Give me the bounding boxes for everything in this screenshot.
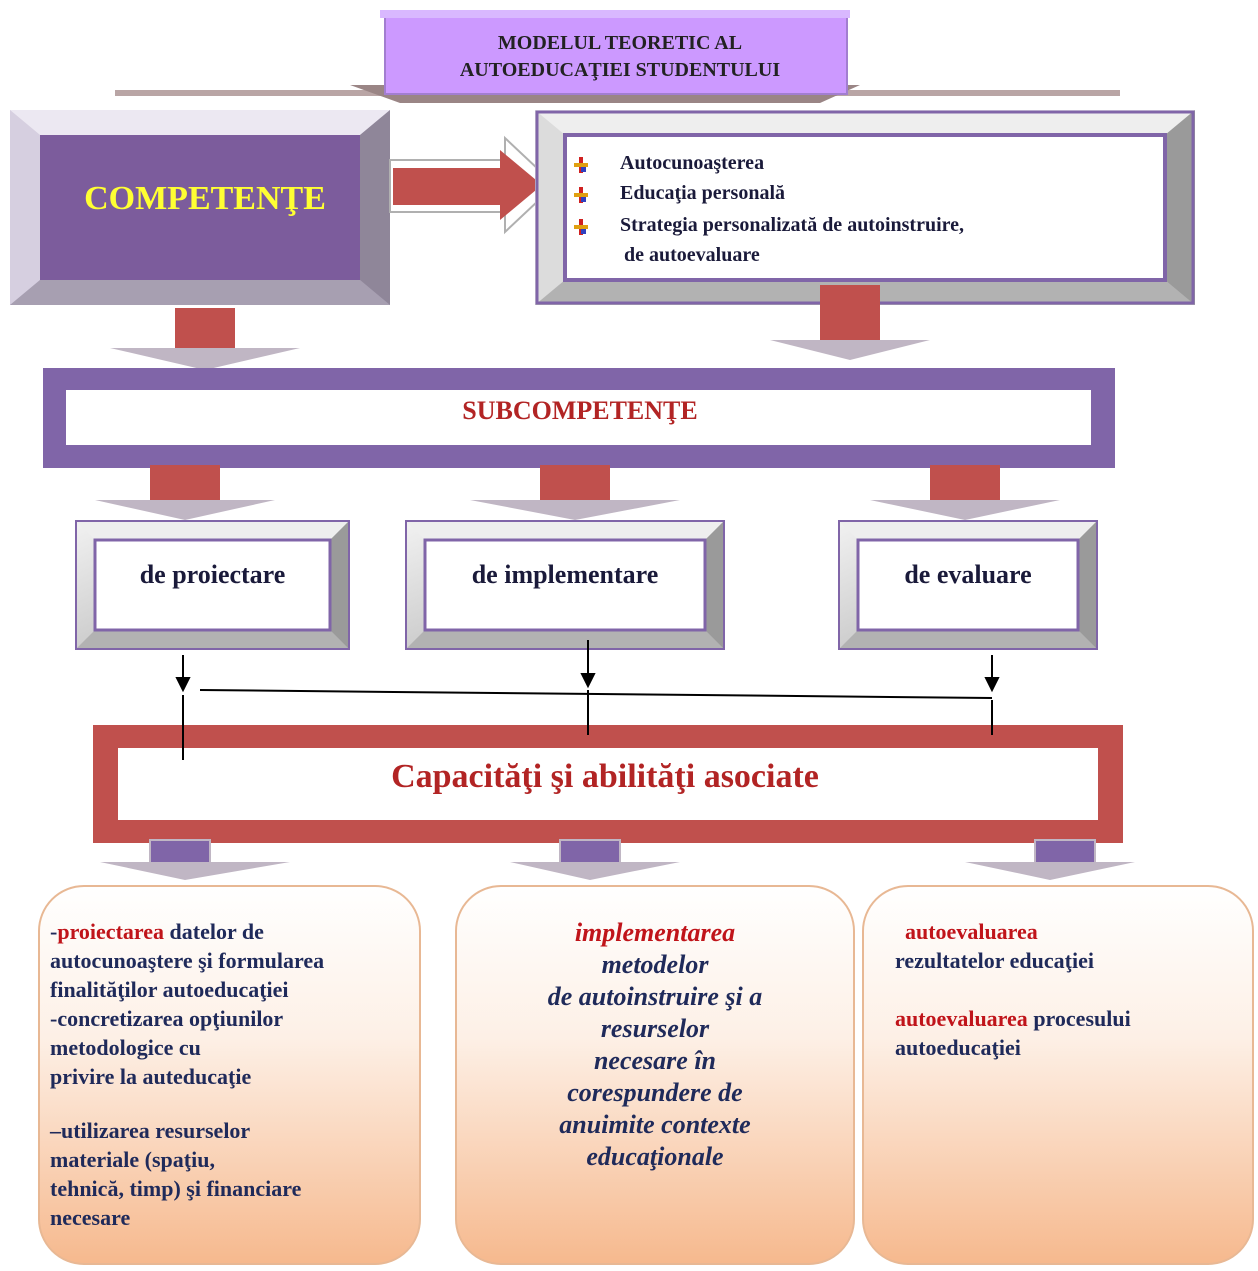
card-line: privire la auteducaţie — [50, 1064, 252, 1089]
capacitati-label: Capacităţi şi abilităţi asociate — [391, 758, 819, 795]
card-text: procesului — [1027, 1006, 1131, 1031]
card-text: datelor de — [164, 919, 264, 944]
down-arrow-phase-1 — [95, 465, 275, 520]
card-line: autocunoaştere şi formularea — [50, 948, 325, 973]
bullet-icon — [574, 184, 588, 203]
component-1: Autocunoaşterea — [574, 150, 765, 176]
competente-label: COMPETENŢE — [84, 180, 326, 217]
card-keyword: autoevaluarea — [905, 919, 1038, 944]
card-proiectare — [38, 885, 421, 1265]
card-line: necesare în — [593, 1046, 717, 1075]
card-line: finalităţilor autoeducaţiei — [50, 977, 289, 1002]
card-line: anuimite contexte — [559, 1110, 751, 1139]
title-line-1: MODELUL TEORETIC AL — [497, 32, 743, 54]
down-arrow-card-3 — [965, 839, 1135, 880]
card-keyword: implementarea — [574, 918, 736, 947]
phase-label-proiectare: de proiectare — [139, 560, 286, 589]
phase-label-evaluare: de evaluare — [904, 560, 1032, 589]
card-implementare-text: implementarea metodelor de autoinstruire… — [470, 917, 840, 1173]
card-line: educaţionale — [586, 1142, 724, 1171]
card-line: materiale (spaţiu, — [50, 1147, 215, 1172]
down-arrow-right — [770, 285, 930, 360]
component-3-continued: de autoevaluare — [624, 244, 760, 266]
bullet-icon — [574, 216, 588, 235]
right-arrow — [389, 135, 557, 235]
card-evaluare-text: autoevaluarea rezultatelor educaţiei aut… — [895, 917, 1245, 1062]
component-3: Strategia personalizată de autoinstruire… — [574, 212, 965, 238]
title-line-2: AUTOEDUCAŢIEI STUDENTULUI — [459, 59, 781, 81]
card-line: –utilizarea resurselor — [50, 1118, 251, 1143]
down-arrow-left — [110, 308, 300, 370]
card-line: rezultatelor educaţiei — [895, 948, 1094, 973]
card-line: -concretizarea opţiunilor — [50, 1006, 284, 1031]
competente-box — [10, 110, 390, 305]
phase-box-2 — [405, 520, 725, 650]
card-evaluare — [862, 885, 1254, 1265]
phase-box-3 — [838, 520, 1098, 650]
card-line: resurselor — [600, 1014, 710, 1043]
capacitati-banner — [93, 725, 1123, 843]
title-banner — [115, 10, 1120, 103]
card-proiectare-text: -proiectarea datelor de autocunoaştere ş… — [50, 917, 420, 1232]
diagram-title: MODELUL TEORETIC AL AUTOEDUCAŢIEI STUDEN… — [420, 30, 820, 84]
card-text: - — [50, 919, 58, 944]
card-spacer — [50, 1091, 420, 1116]
card-line: necesare — [50, 1205, 131, 1230]
phase-label-implementare: de implementare — [471, 560, 659, 589]
component-label: Educaţia personală — [620, 182, 786, 204]
down-arrow-card-2 — [510, 839, 680, 880]
card-keyword: proiectarea — [57, 919, 165, 944]
card-keyword: autoevaluarea — [895, 1006, 1028, 1031]
component-label: Strategia personalizată de autoinstruire… — [620, 214, 965, 236]
subcompetente-label: SUBCOMPETENŢE — [462, 396, 698, 425]
card-line: -proiectarea datelor de — [50, 917, 420, 946]
card-line: metodelor — [601, 950, 709, 979]
connector-lines — [175, 640, 1000, 760]
phase-box-1 — [75, 520, 350, 650]
card-line: autoeducaţiei — [895, 1035, 1021, 1060]
down-arrow-phase-3 — [870, 465, 1060, 520]
bullet-icon — [574, 154, 588, 173]
card-spacer — [895, 975, 1245, 1004]
down-arrow-card-1 — [100, 839, 290, 880]
card-line: corespundere de — [567, 1078, 743, 1107]
components-box — [535, 110, 1195, 305]
card-line: metodologice cu — [50, 1035, 201, 1060]
card-line: tehnică, timp) şi financiare — [50, 1176, 302, 1201]
card-line: de autoinstruire şi a — [547, 982, 763, 1011]
card-line: autoevaluarea procesului — [895, 1004, 1245, 1033]
subcompetente-banner — [43, 368, 1115, 468]
component-label: Autocunoaşterea — [620, 152, 765, 174]
component-2: Educaţia personală — [574, 180, 786, 206]
card-implementare — [455, 885, 855, 1265]
down-arrow-phase-2 — [470, 465, 680, 520]
